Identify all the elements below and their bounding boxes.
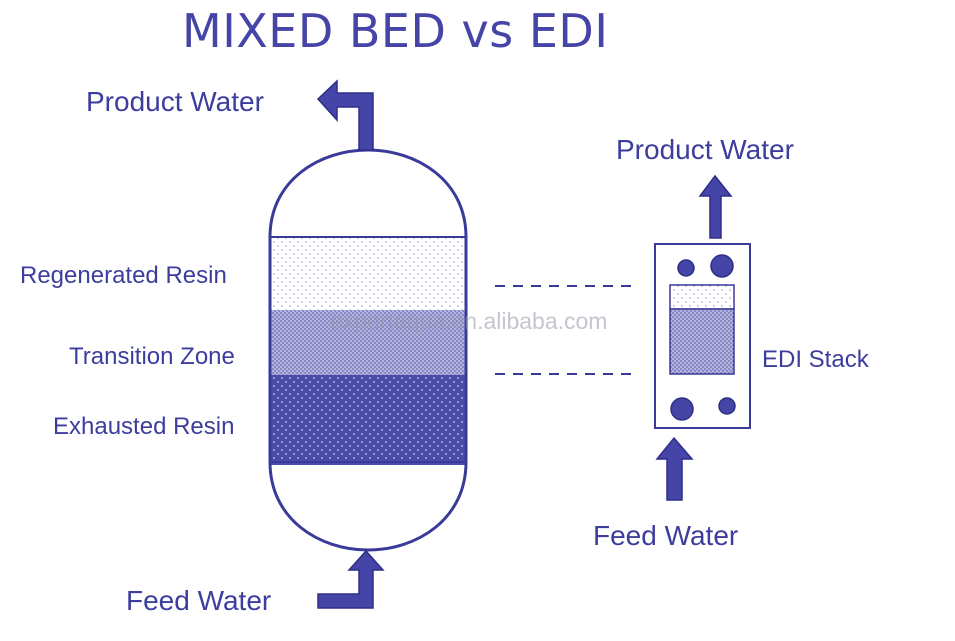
transition-zone-label: Transition Zone: [69, 343, 235, 370]
mixed-bed-feed-arrow: [317, 549, 385, 609]
edi-product-arrow: [698, 174, 733, 239]
watermark-text: expertaqua.en.alibaba.com: [330, 308, 608, 334]
exhausted-resin-label: Exhausted Resin: [53, 413, 235, 440]
transition-zone-layer: [270, 310, 466, 375]
mixed-bed-product-arrow: [316, 79, 374, 151]
regenerated-resin-label: Regenerated Resin: [20, 262, 227, 289]
edi-feed-arrow: [655, 436, 694, 501]
diagram-title: MIXED BED vs EDI: [182, 4, 609, 58]
edi-stack: [654, 243, 751, 429]
edi-port-large-top: [710, 254, 734, 278]
mixed-bed-vessel: [268, 148, 468, 552]
edi-port-small-top: [677, 259, 695, 277]
edi-regenerated-zone: [669, 284, 735, 310]
edi-product-water-label: Product Water: [616, 134, 794, 165]
edi-stack-label: EDI Stack: [762, 346, 869, 373]
edi-port-large-bottom: [670, 397, 694, 421]
regenerated-resin-layer: [270, 237, 466, 310]
edi-transition-zone: [669, 308, 735, 375]
mixed-bed-feed-water-label: Feed Water: [126, 585, 272, 616]
edi-feed-water-label: Feed Water: [593, 520, 739, 551]
edi-port-small-bottom: [718, 397, 736, 415]
exhausted-resin-layer: [270, 375, 466, 465]
mixed-bed-product-water-label: Product Water: [86, 86, 264, 117]
